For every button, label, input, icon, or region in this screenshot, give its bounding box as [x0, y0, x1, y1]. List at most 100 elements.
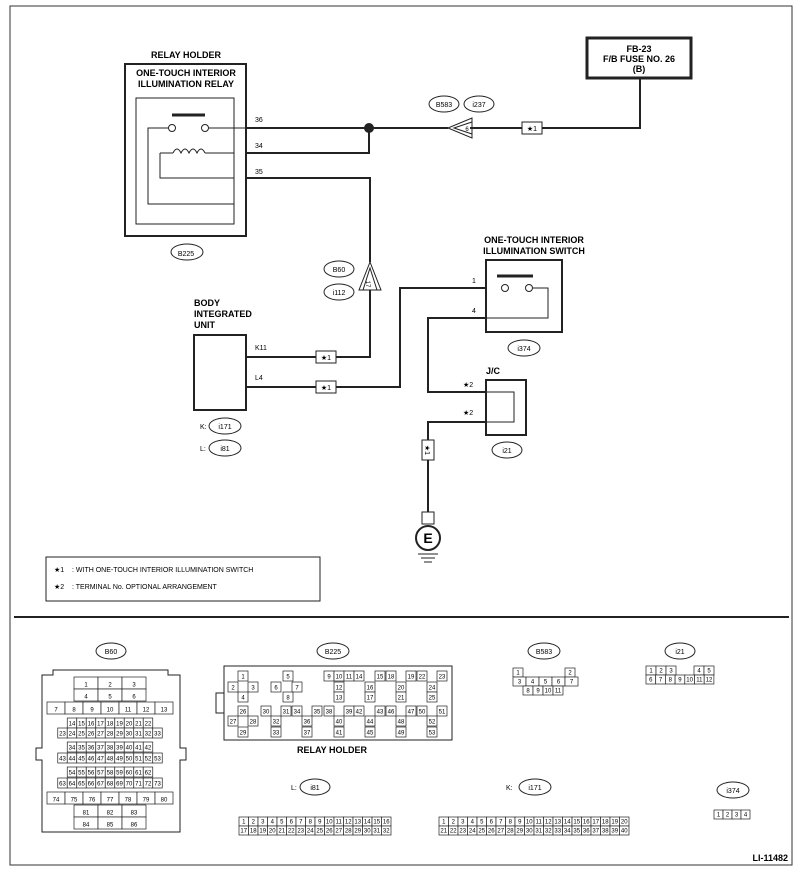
svg-text:50: 50 — [419, 710, 426, 716]
svg-text:12: 12 — [706, 678, 713, 684]
b225-pin-4: 4 — [237, 691, 249, 703]
svg-text:55: 55 — [78, 771, 85, 777]
b60-pin-27: 27 — [95, 727, 106, 739]
i21-pin-1: 1 — [645, 665, 657, 676]
b60-pin-20: 20 — [123, 717, 135, 729]
i81-pin-12: 12 — [343, 816, 354, 827]
svg-text:1: 1 — [717, 813, 721, 819]
b225-pin-9: 9 — [323, 670, 335, 682]
b225-pin-29: 29 — [237, 726, 249, 738]
b225-pin-11: 11 — [343, 670, 355, 682]
i171-pin-14: 14 — [562, 816, 573, 827]
b583-pin-11: 11 — [552, 685, 564, 696]
svg-text:7: 7 — [499, 820, 503, 826]
svg-text:48: 48 — [107, 757, 114, 763]
svg-text:44: 44 — [69, 757, 76, 763]
svg-text:8: 8 — [72, 708, 76, 714]
b225-pin-46: 46 — [385, 705, 397, 717]
svg-text:5: 5 — [280, 820, 284, 826]
svg-text:5: 5 — [480, 820, 484, 826]
b60-pin-86: 86 — [121, 816, 147, 830]
svg-text:24: 24 — [429, 686, 436, 692]
svg-text:3: 3 — [518, 680, 522, 686]
i171-pin-23: 23 — [457, 825, 468, 836]
svg-text:36: 36 — [304, 720, 311, 726]
b225-pin-51: 51 — [436, 705, 448, 717]
i171-pin-24: 24 — [467, 825, 478, 836]
svg-text:82: 82 — [107, 811, 114, 817]
svg-text:5: 5 — [544, 680, 548, 686]
svg-text:39: 39 — [116, 746, 123, 752]
fuse-line-1: FB-23 — [626, 44, 651, 54]
svg-text:9: 9 — [318, 820, 322, 826]
svg-text:51: 51 — [135, 757, 142, 763]
relay-contact-right — [201, 124, 209, 132]
svg-text:11: 11 — [536, 820, 543, 826]
i171-pin-21: 21 — [438, 825, 449, 836]
svg-text:4: 4 — [697, 669, 701, 675]
conn-b225-name: B225 — [325, 649, 341, 656]
svg-text:39: 39 — [611, 829, 618, 835]
b225-pin-30: 30 — [260, 705, 272, 717]
fuse-line-2: F/B FUSE NO. 26 — [603, 54, 675, 64]
svg-text:3: 3 — [461, 820, 465, 826]
b60-pin-79: 79 — [136, 791, 156, 805]
b225-pin-6: 6 — [270, 681, 282, 693]
i374-pin-1: 1 — [713, 809, 724, 820]
svg-text:21: 21 — [278, 829, 285, 835]
body-unit-line-2: INTEGRATED — [194, 309, 252, 319]
b225-pin-31: 31 — [280, 705, 292, 717]
b60-pin-26: 26 — [85, 727, 97, 739]
i171-pin-35: 35 — [571, 825, 582, 836]
svg-text:3: 3 — [669, 669, 673, 675]
svg-text:8: 8 — [509, 820, 513, 826]
svg-text:22: 22 — [145, 722, 152, 728]
b225-pin-32: 32 — [270, 715, 282, 727]
b225-pin-28: 28 — [247, 715, 259, 727]
svg-text:15: 15 — [573, 820, 580, 826]
svg-text:23: 23 — [297, 829, 304, 835]
b60-pin-53: 53 — [152, 752, 163, 764]
b60-pin-66: 66 — [85, 777, 97, 789]
i171-pin-40: 40 — [619, 825, 630, 836]
svg-text:2: 2 — [659, 669, 663, 675]
svg-text:24: 24 — [469, 829, 476, 835]
i171-pin-5: 5 — [476, 816, 487, 827]
svg-text:26: 26 — [326, 829, 333, 835]
b60-pin-33: 33 — [152, 727, 163, 739]
svg-text:8: 8 — [526, 689, 530, 695]
b60-pin-15: 15 — [76, 717, 87, 729]
svg-text:10: 10 — [326, 820, 333, 826]
b225-pin-21: 21 — [395, 691, 407, 703]
b60-label: B60 — [333, 267, 346, 274]
i81-pin-20: 20 — [267, 825, 278, 836]
svg-text:34: 34 — [564, 829, 571, 835]
svg-text:18: 18 — [250, 829, 257, 835]
b225-pin-12: 12 — [333, 681, 345, 693]
svg-text:26: 26 — [88, 732, 95, 738]
svg-text:25: 25 — [429, 696, 436, 702]
svg-text:13: 13 — [161, 708, 168, 714]
svg-text:23: 23 — [439, 675, 446, 681]
b60-pin-81: 81 — [73, 804, 99, 818]
i374-pin-2: 2 — [722, 809, 733, 820]
svg-text:10: 10 — [545, 689, 552, 695]
jc-box — [485, 379, 527, 436]
svg-text:52: 52 — [145, 757, 152, 763]
svg-text:85: 85 — [107, 823, 114, 829]
body-terminal-l4: L4 — [255, 375, 263, 382]
svg-text:40: 40 — [126, 746, 133, 752]
relay-connector-label: B225 — [178, 251, 194, 258]
svg-text:15: 15 — [377, 675, 384, 681]
splice-point — [364, 123, 374, 133]
i171-pin-36: 36 — [581, 825, 592, 836]
svg-text:9: 9 — [518, 820, 522, 826]
svg-text:79: 79 — [143, 798, 150, 804]
svg-text:10: 10 — [107, 708, 114, 714]
legend-mark-2: ★2 — [54, 583, 64, 591]
svg-text:1: 1 — [242, 820, 246, 826]
svg-text:9: 9 — [536, 689, 540, 695]
b225-pin-16: 16 — [364, 681, 376, 693]
b60-pin-2: 2 — [97, 676, 123, 690]
b583-pin-2: 2 — [564, 667, 576, 678]
